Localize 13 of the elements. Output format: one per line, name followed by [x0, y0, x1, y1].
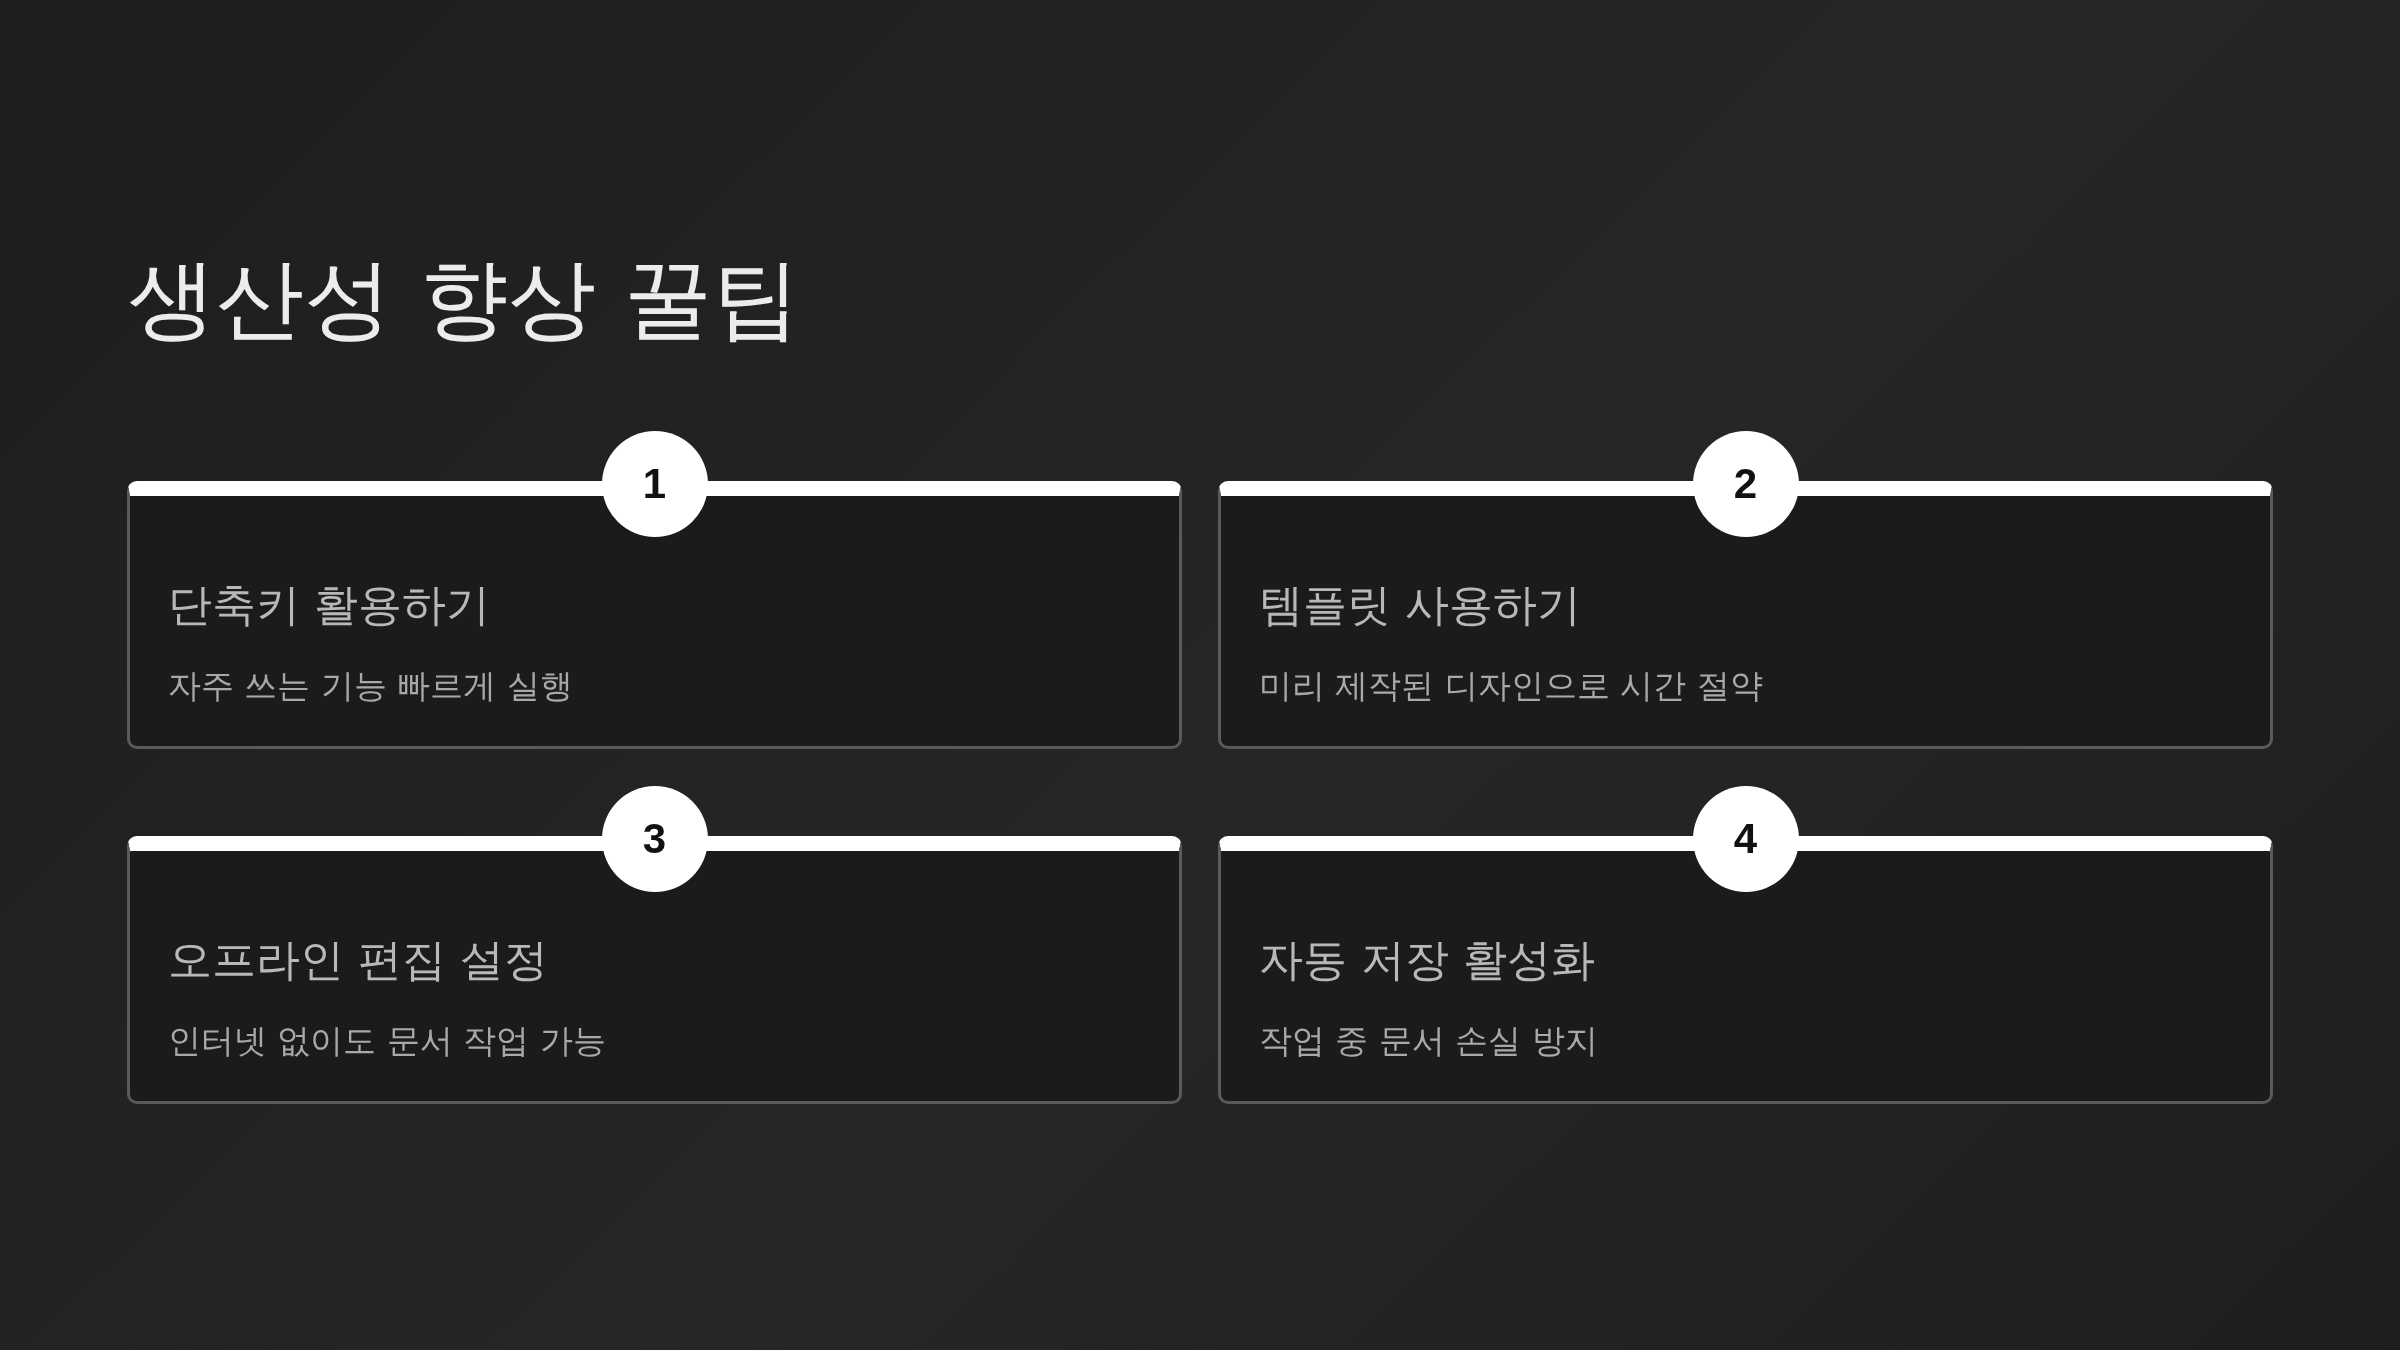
step-number-circle: 1 — [601, 431, 708, 537]
step-number-circle: 3 — [601, 786, 708, 892]
tip-description: 인터넷 없이도 문서 작업 가능 — [168, 1020, 606, 1062]
tip-heading: 자동 저장 활성화 — [1259, 933, 1595, 987]
tip-heading: 템플릿 사용하기 — [1259, 578, 1581, 632]
tip-description: 작업 중 문서 손실 방지 — [1259, 1020, 1598, 1062]
tip-description: 자주 쓰는 기능 빠르게 실행 — [168, 665, 573, 707]
tip-heading: 단축키 활용하기 — [168, 578, 490, 632]
tip-description: 미리 제작된 디자인으로 시간 절약 — [1259, 665, 1763, 707]
step-number-circle: 2 — [1692, 431, 1799, 537]
tip-heading: 오프라인 편집 설정 — [168, 933, 548, 987]
step-number-circle: 4 — [1692, 786, 1799, 892]
slide-title: 생산성 향상 꿀팁 — [128, 246, 800, 352]
